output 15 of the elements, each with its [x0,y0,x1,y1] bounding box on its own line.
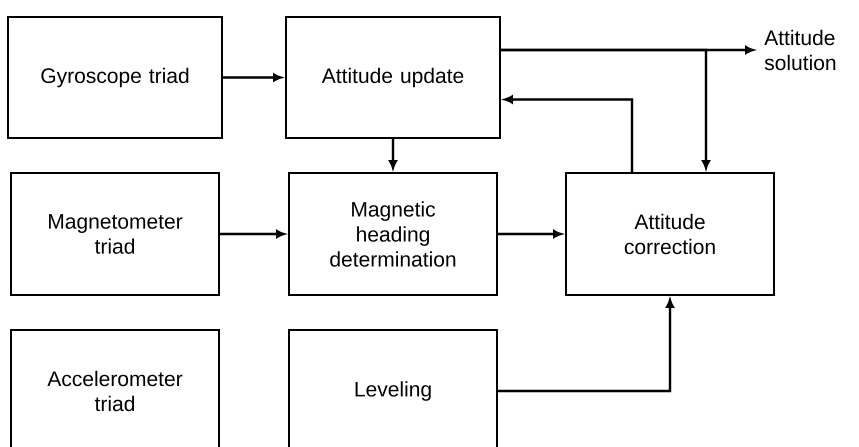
process-box: Magnetic heading determination [288,172,498,296]
arrow [223,74,282,82]
arrow [501,48,710,169]
process-box: Accelerometer triad [10,329,220,447]
arrow [220,230,285,238]
arrow [389,139,397,169]
arrow [498,299,674,392]
process-box: Magnetometer triad [10,172,220,296]
process-box: Leveling [288,329,498,447]
process-box: Attitude correction [565,172,775,296]
output-label: Attitude solution [764,30,836,70]
process-box: Gyroscope triad [7,16,223,139]
arrow [504,96,634,172]
process-box: Attitude update [285,16,501,139]
arrow [498,230,562,238]
